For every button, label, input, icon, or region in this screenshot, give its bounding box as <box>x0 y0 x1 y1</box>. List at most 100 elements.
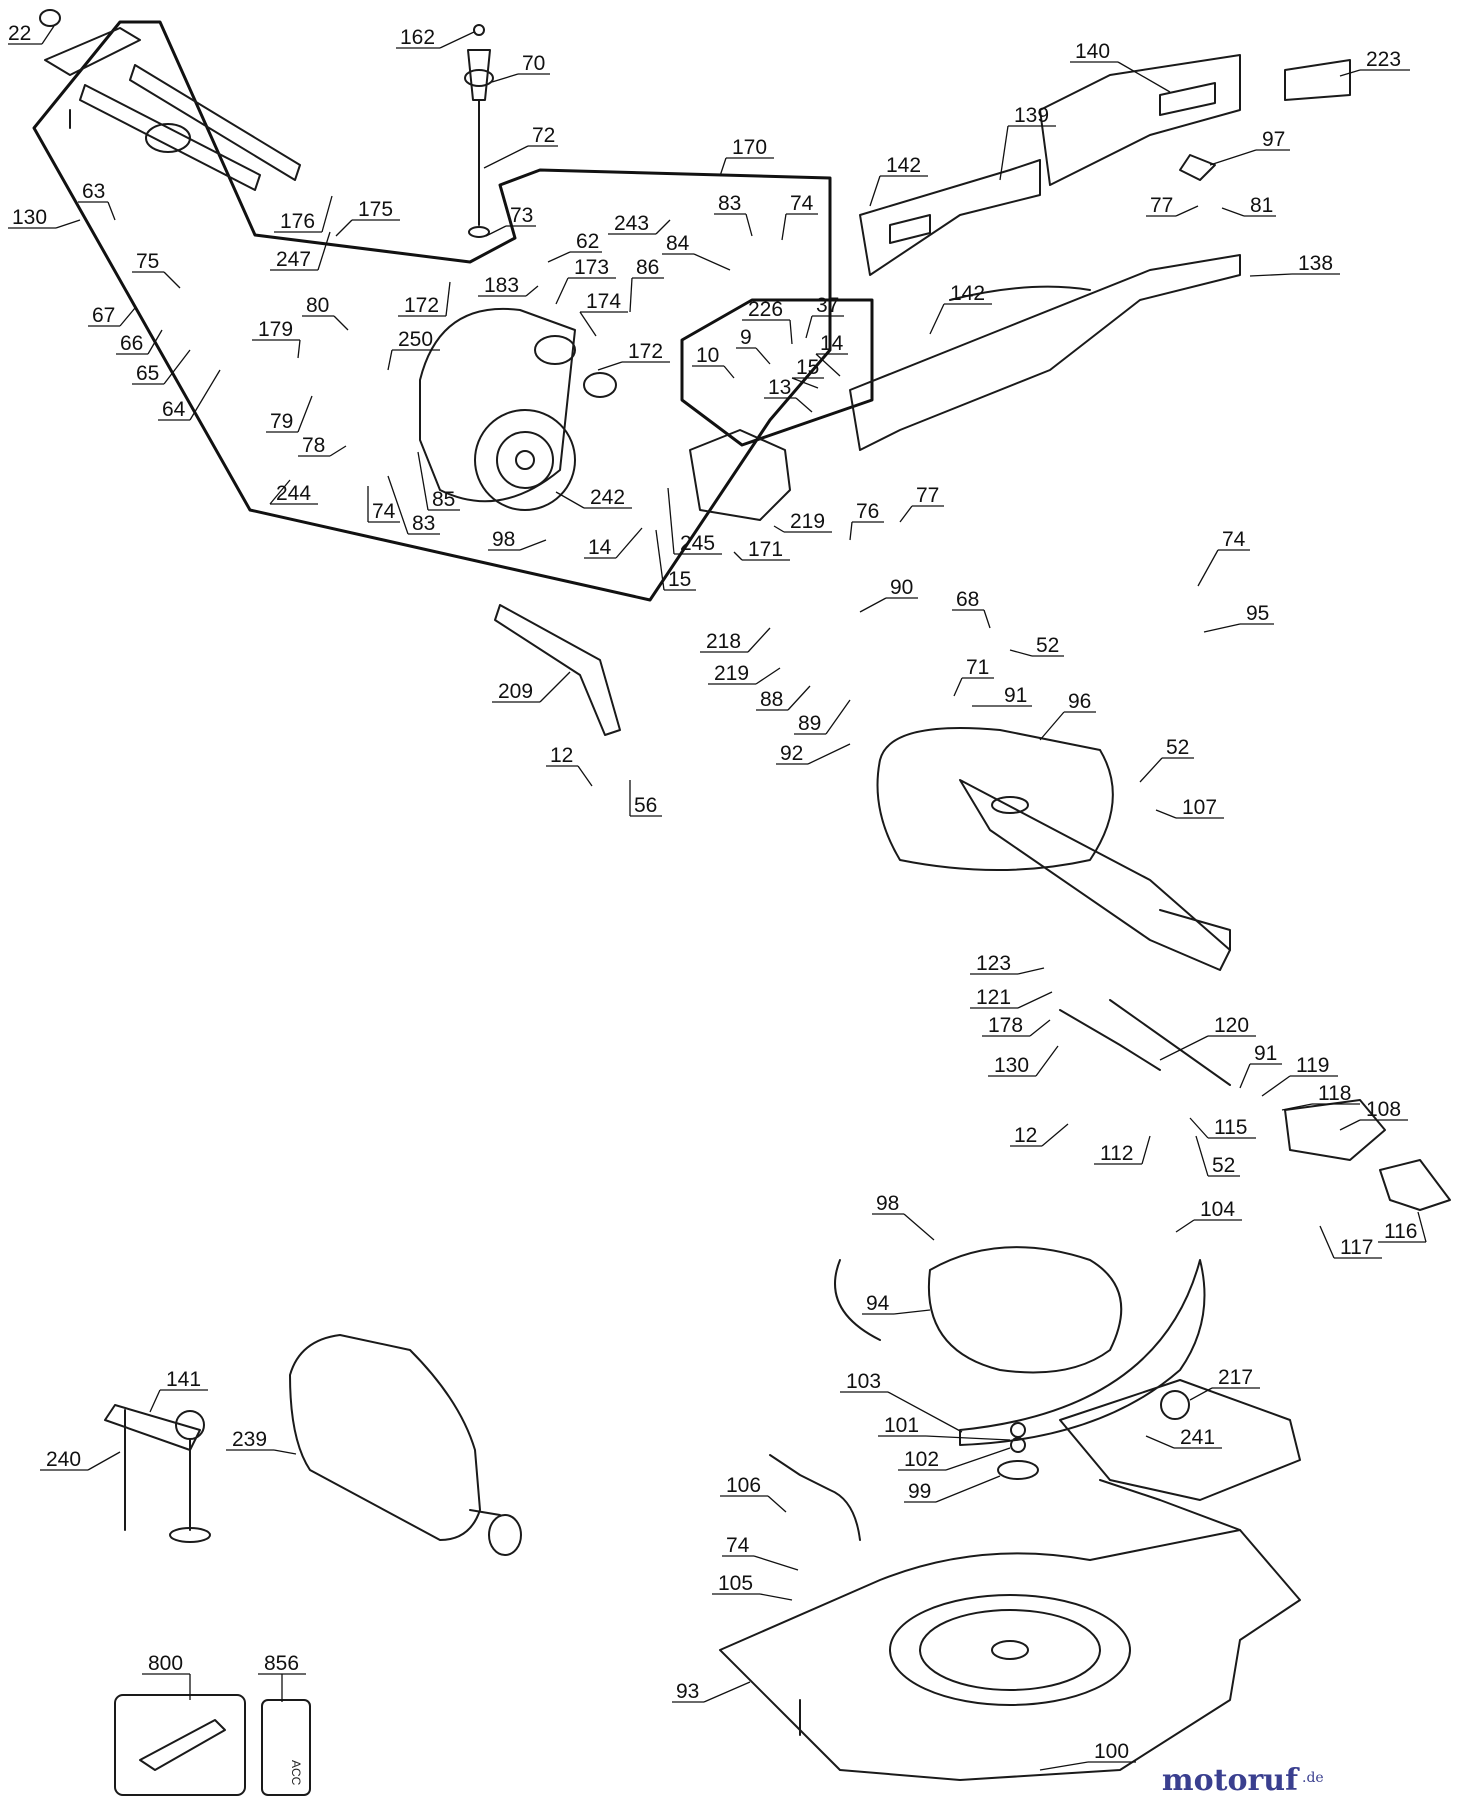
callout-139: 139 <box>999 104 1056 181</box>
part-number-75: 75 <box>136 250 159 273</box>
callout-91a: 91 <box>972 684 1032 707</box>
watermark-brand: motoruf <box>1162 1763 1300 1798</box>
part-number-116: 116 <box>1384 1220 1417 1243</box>
callout-70: 70 <box>491 52 550 83</box>
callout-15a: 15 <box>791 356 824 389</box>
callout-81: 81 <box>1221 194 1276 217</box>
part-number-112: 112 <box>1100 1142 1133 1165</box>
callout-83b: 83 <box>387 475 440 535</box>
part-number-178: 178 <box>988 1014 1023 1037</box>
part-number-78: 78 <box>302 434 325 457</box>
part-number-90: 90 <box>890 576 913 599</box>
part-number-121: 121 <box>976 986 1011 1009</box>
part-number-67: 67 <box>92 304 115 327</box>
decal-text: ACC <box>289 1760 303 1786</box>
part-number-209: 209 <box>498 680 533 703</box>
callout-176: 176 <box>274 195 333 233</box>
part-number-52: 52 <box>1166 736 1189 759</box>
callout-142a: 142 <box>869 154 928 207</box>
callout-108: 108 <box>1339 1098 1408 1131</box>
part-number-74: 74 <box>1222 528 1246 551</box>
callout-140: 140 <box>1070 40 1171 93</box>
part-number-98: 98 <box>492 528 515 551</box>
callout-174: 174 <box>579 290 628 337</box>
part-number-104: 104 <box>1200 1198 1235 1221</box>
callout-12a: 12 <box>546 744 593 787</box>
callout-104: 104 <box>1175 1198 1242 1233</box>
guard-part <box>876 727 1231 971</box>
callout-107: 107 <box>1155 796 1224 819</box>
callout-56: 56 <box>629 780 662 817</box>
part-number-240: 240 <box>46 1448 81 1471</box>
callout-74c: 74 <box>1197 528 1250 587</box>
callout-77a: 77 <box>1146 194 1199 217</box>
part-number-97: 97 <box>1262 128 1285 151</box>
part-number-62: 62 <box>576 230 599 253</box>
part-number-218: 218 <box>706 630 741 653</box>
part-number-171: 171 <box>748 538 783 561</box>
callout-130a: 130 <box>8 206 81 229</box>
callout-138: 138 <box>1249 252 1340 277</box>
callout-100: 100 <box>1039 1740 1136 1771</box>
callout-856: 856 <box>258 1652 306 1702</box>
callout-12b: 12 <box>1010 1123 1069 1147</box>
part-number-250: 250 <box>398 328 433 351</box>
callout-88: 88 <box>756 685 811 711</box>
part-number-63: 63 <box>82 180 105 203</box>
callout-63: 63 <box>78 180 116 221</box>
part-number-174: 174 <box>586 290 621 313</box>
part-number-101: 101 <box>884 1414 919 1437</box>
part-number-83: 83 <box>718 192 741 215</box>
part-number-52: 52 <box>1212 1154 1235 1177</box>
watermark: motoruf .de <box>1162 1763 1324 1798</box>
callout-116: 116 <box>1378 1211 1427 1243</box>
part-number-141: 141 <box>166 1368 201 1391</box>
callout-98b: 98 <box>872 1192 935 1241</box>
callout-121: 121 <box>970 986 1053 1009</box>
callout-66: 66 <box>116 329 163 355</box>
callout-89: 89 <box>794 699 851 735</box>
part-number-74: 74 <box>372 500 396 523</box>
part-number-176: 176 <box>280 210 315 233</box>
callout-90: 90 <box>859 576 918 613</box>
callout-102: 102 <box>898 1447 1011 1471</box>
part-number-172: 172 <box>404 294 439 317</box>
rail-assembly-part <box>39 9 301 191</box>
part-number-83: 83 <box>412 512 435 535</box>
callout-74d: 74 <box>722 1534 799 1571</box>
callout-83a: 83 <box>714 192 753 237</box>
callout-80: 80 <box>302 294 349 331</box>
part-number-115: 115 <box>1214 1116 1247 1139</box>
callout-120: 120 <box>1159 1014 1256 1061</box>
callout-244: 244 <box>269 479 318 505</box>
part-number-245: 245 <box>680 532 715 555</box>
callout-218: 218 <box>700 627 771 653</box>
part-number-118: 118 <box>1318 1082 1351 1105</box>
part-number-108: 108 <box>1366 1098 1401 1121</box>
callout-223: 223 <box>1339 48 1410 77</box>
callout-62: 62 <box>547 230 602 263</box>
callout-118: 118 <box>1281 1082 1360 1111</box>
part-number-93: 93 <box>676 1680 699 1703</box>
part-number-12: 12 <box>1014 1124 1037 1147</box>
part-number-142: 142 <box>950 282 985 305</box>
part-number-91: 91 <box>1004 684 1027 707</box>
part-number-130: 130 <box>12 206 47 229</box>
part-number-247: 247 <box>276 248 311 271</box>
part-number-243: 243 <box>614 212 649 235</box>
callout-240: 240 <box>40 1448 121 1471</box>
callout-95: 95 <box>1203 602 1274 633</box>
part-number-105: 105 <box>718 1572 753 1595</box>
callout-162: 162 <box>396 26 475 49</box>
callout-172a: 172 <box>398 281 451 317</box>
callout-72: 72 <box>483 124 558 169</box>
part-number-81: 81 <box>1250 194 1273 217</box>
part-number-103: 103 <box>846 1370 881 1393</box>
callout-92: 92 <box>776 742 851 765</box>
handle-parts <box>1109 999 1451 1211</box>
part-number-239: 239 <box>232 1428 267 1451</box>
accessory-decal-part: ACC <box>261 1699 311 1796</box>
callout-75: 75 <box>132 250 181 289</box>
callout-241: 241 <box>1145 1426 1222 1449</box>
